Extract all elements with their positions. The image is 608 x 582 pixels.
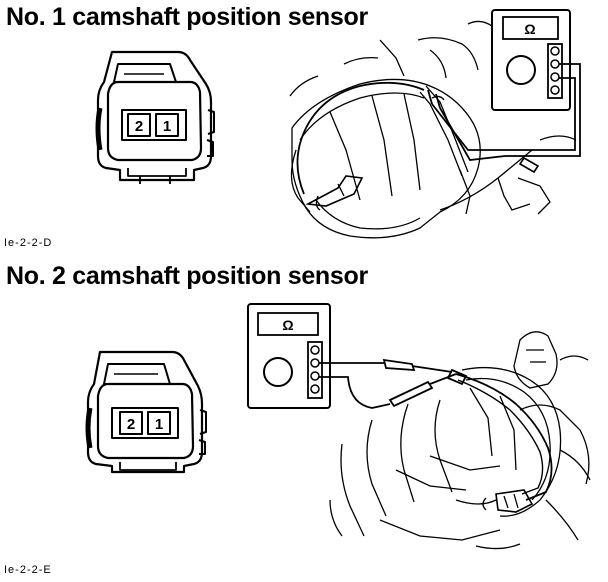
section1-ohmmeter: Ω bbox=[491, 9, 571, 111]
section2-pin-2-label: 2 bbox=[127, 416, 135, 433]
section2-ohm-symbol: Ω bbox=[282, 317, 293, 333]
section2-engine-drawing bbox=[329, 331, 591, 550]
section2-ohmmeter: Ω bbox=[247, 303, 331, 409]
section2-test-leads bbox=[319, 358, 468, 409]
section1-title: No. 1 camshaft position sensor bbox=[6, 3, 368, 31]
section1-connector: 2 1 bbox=[95, 50, 215, 184]
section2-figure-code: Ie-2-2-E bbox=[4, 564, 52, 576]
section1-engine-drawing bbox=[289, 20, 577, 239]
section1-pin-2-label: 2 bbox=[135, 118, 143, 135]
section1-pin-1-label: 1 bbox=[163, 118, 171, 135]
section1-ohm-symbol: Ω bbox=[524, 21, 535, 37]
section2-title: No. 2 camshaft position sensor bbox=[6, 262, 368, 290]
section2-pin-1-label: 1 bbox=[155, 416, 163, 433]
section2-connector: 2 1 bbox=[85, 350, 207, 474]
section1-figure-code: Ie-2-2-D bbox=[4, 237, 53, 249]
